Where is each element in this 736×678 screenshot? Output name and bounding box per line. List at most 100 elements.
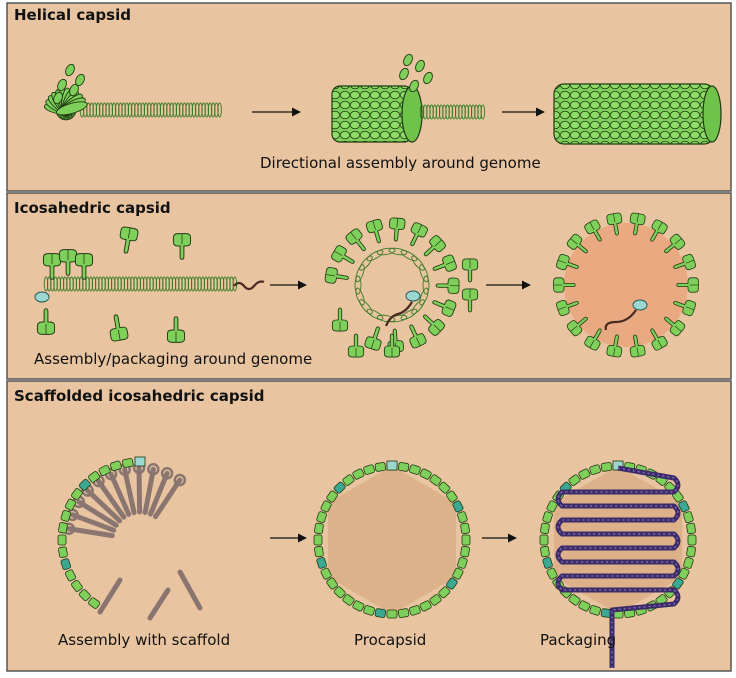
- capsomer: [539, 534, 549, 546]
- coil-turn: [354, 275, 362, 295]
- capsomer: [438, 481, 451, 494]
- capsomer: [320, 567, 332, 580]
- capsomer-shape: [36, 308, 56, 335]
- capsomer: [423, 235, 446, 257]
- capsomer: [460, 545, 470, 558]
- capsomer-shape: [331, 307, 349, 332]
- capsomer: [75, 73, 85, 87]
- capsomer: [546, 500, 558, 513]
- capsomer: [55, 101, 88, 116]
- coil-turn: [480, 104, 486, 120]
- packaged-capsid: [539, 460, 697, 668]
- capsomer-shape: [74, 253, 94, 280]
- capsomer: [410, 222, 428, 247]
- capsomer-seam: [445, 260, 455, 265]
- capsomer: [397, 462, 410, 472]
- capsomer: [408, 464, 421, 475]
- capsomer: [324, 267, 349, 284]
- coil-turn: [355, 287, 365, 306]
- coil-turn: [355, 264, 365, 283]
- capsomer-shape: [629, 334, 646, 358]
- capsomer: [326, 490, 338, 503]
- capsomer-shape: [410, 222, 428, 247]
- capsomer-shape: [345, 228, 366, 252]
- capsomer: [578, 468, 591, 480]
- capsomer: [363, 605, 376, 616]
- capsomer: [457, 556, 468, 569]
- packaging-signal: [34, 291, 50, 303]
- capsomer: [568, 594, 581, 606]
- capsomer: [629, 334, 646, 358]
- capsomer: [650, 219, 668, 242]
- capsomer: [109, 314, 129, 342]
- capsomer-shape: [119, 226, 139, 254]
- capsomer: [584, 328, 602, 351]
- procapsid-interior: [327, 466, 457, 614]
- capsomer-seam: [657, 339, 663, 348]
- genome-tail: [233, 280, 265, 291]
- capsomer-seam: [636, 213, 639, 223]
- capsomer-shape: [461, 288, 479, 313]
- capsomer: [650, 328, 668, 351]
- capsomer: [419, 600, 432, 612]
- helical-caption: Directional assembly around genome: [260, 154, 541, 172]
- capsomer: [683, 511, 694, 524]
- capsomer-ring: [324, 217, 479, 358]
- capsomer-seam: [445, 306, 455, 311]
- scaffolded-panel-title: Scaffolded icosahedric capsid: [14, 387, 264, 405]
- capsomer: [429, 474, 442, 486]
- coil-turn: [376, 247, 396, 256]
- coil-turn: [366, 249, 384, 262]
- capsomer-seam: [334, 250, 343, 257]
- capsomer: [553, 277, 576, 293]
- capsomer: [460, 522, 470, 535]
- capsomer: [122, 458, 134, 468]
- helical-partial-tube: [331, 53, 486, 143]
- packaged-dna: [555, 465, 681, 668]
- capsomer-shape: [347, 333, 365, 358]
- capsomer: [64, 569, 77, 582]
- assembly-with-scaffold: [57, 456, 203, 621]
- capsomer: [461, 258, 479, 283]
- packaged-shell: [539, 460, 697, 619]
- capsomer: [686, 522, 696, 535]
- vertex-capsomer: [78, 478, 91, 491]
- tube-growing-end: [401, 85, 423, 143]
- capsomer: [678, 567, 690, 580]
- capsomer-shape: [388, 217, 406, 242]
- capsomer: [683, 556, 694, 569]
- capsomer: [461, 288, 479, 313]
- coil-turn: [359, 299, 373, 315]
- capsomer-shape: [461, 258, 479, 283]
- capsomer: [452, 567, 464, 580]
- capsomer-shape: [556, 253, 579, 271]
- capsomer: [88, 597, 101, 609]
- capsomer-shape: [324, 267, 349, 284]
- capsomer: [314, 522, 324, 535]
- capsid-interior: [564, 223, 688, 347]
- capsomer-shape: [606, 334, 623, 358]
- scaffold-arm: [108, 471, 132, 517]
- capsomer: [429, 594, 442, 606]
- coil-turn: [411, 299, 425, 315]
- coil-turn: [366, 308, 384, 321]
- capsomer: [342, 474, 355, 486]
- packaging-signal: [405, 290, 421, 302]
- capsomer-seam: [372, 220, 376, 230]
- capsomer: [566, 316, 588, 337]
- capsomer: [457, 511, 468, 524]
- capsomer-seam: [685, 259, 695, 264]
- coil-turn: [400, 249, 418, 262]
- capsomer-seam: [434, 239, 442, 247]
- capsomer: [664, 233, 686, 254]
- capsomer: [98, 464, 111, 477]
- capsomer: [331, 245, 355, 264]
- coil-turn: [422, 275, 430, 295]
- capsomer: [606, 212, 623, 236]
- partial-capsid-shell: [57, 456, 146, 609]
- capsomer: [566, 233, 588, 254]
- icosahedric-complete-capsid: [553, 212, 699, 358]
- capsomer: [60, 510, 72, 522]
- capsomer-shape: [556, 299, 579, 317]
- capsomer-shape: [432, 299, 457, 317]
